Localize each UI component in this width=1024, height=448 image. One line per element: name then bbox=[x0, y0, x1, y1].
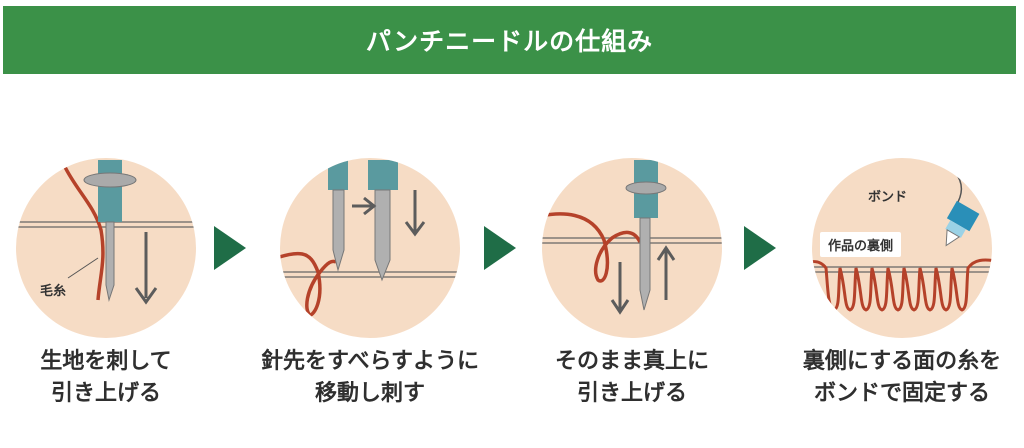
page-title: パンチニードルの仕組み bbox=[365, 27, 654, 56]
bond-bottle-body bbox=[946, 200, 980, 232]
yarn-loop bbox=[542, 212, 642, 283]
step-2: 針先をすべらすように 移動し刺す bbox=[261, 150, 479, 410]
needle-handle-left bbox=[328, 160, 348, 190]
step-2-label: 針先をすべらすように 移動し刺す bbox=[240, 346, 500, 410]
step-3: そのまま真上に 引き上げる bbox=[532, 150, 732, 410]
yarn-loop bbox=[280, 251, 337, 317]
step-4: ボンド 作品の裏側 裏側にする面の糸を ボンドで固定する bbox=[802, 150, 1002, 410]
needle-right bbox=[374, 189, 391, 282]
needle-handle bbox=[98, 160, 122, 222]
needle-left bbox=[332, 189, 345, 272]
step-3-label: そのまま真上に 引き上げる bbox=[502, 346, 762, 410]
needle-collar bbox=[83, 172, 137, 188]
step-4-label-line1: 裏側にする面の糸を bbox=[802, 349, 1002, 374]
down-arrow-head bbox=[610, 299, 630, 315]
step-1-illustration bbox=[16, 158, 196, 338]
bond-bottle-neck bbox=[945, 220, 966, 238]
step-4-label: 裏側にする面の糸を ボンドで固定する bbox=[772, 346, 1024, 410]
step-3-label-line2: 引き上げる bbox=[576, 381, 687, 406]
yarn-loops bbox=[812, 258, 992, 312]
step-1-label: 生地を刺して 引き上げる bbox=[0, 346, 236, 410]
bond-callout: ボンド bbox=[868, 190, 908, 205]
title-banner: パンチニードルの仕組み bbox=[3, 6, 1016, 74]
yarn-thread bbox=[62, 164, 105, 301]
up-arrow-head bbox=[656, 245, 676, 261]
callout-line bbox=[67, 257, 99, 279]
step-3-circle bbox=[542, 158, 722, 338]
needle-handle-right bbox=[368, 160, 398, 190]
right-arrow-head bbox=[363, 196, 377, 216]
down-arrow-head bbox=[404, 221, 426, 237]
bond-bottle bbox=[945, 200, 980, 247]
step-1-label-line2: 引き上げる bbox=[50, 381, 161, 406]
next-arrow-3 bbox=[744, 226, 776, 270]
yarn-callout: 毛糸 bbox=[40, 284, 67, 299]
next-arrow-1 bbox=[214, 226, 246, 270]
step-4-illustration bbox=[812, 158, 992, 338]
step-1: 毛糸 生地を刺して 引き上げる bbox=[6, 150, 206, 410]
step-2-label-line1: 針先をすべらすように bbox=[260, 349, 480, 374]
needle-tip bbox=[105, 221, 115, 302]
next-arrow-2 bbox=[484, 226, 516, 270]
step-3-illustration bbox=[542, 158, 722, 338]
bond-bottle-tip bbox=[945, 229, 961, 247]
step-1-label-line1: 生地を刺して bbox=[40, 349, 172, 374]
down-arrow-head bbox=[134, 287, 158, 305]
step-4-circle bbox=[812, 158, 992, 338]
step-2-label-line2: 移動し刺す bbox=[314, 381, 425, 406]
needle-tip bbox=[639, 217, 651, 311]
back-side-callout: 作品の裏側 bbox=[820, 232, 902, 257]
step-4-label-line2: ボンドで固定する bbox=[813, 381, 990, 406]
needle-collar bbox=[625, 181, 667, 195]
step-3-label-line1: そのまま真上に bbox=[554, 349, 709, 374]
step-2-illustration bbox=[280, 158, 460, 338]
